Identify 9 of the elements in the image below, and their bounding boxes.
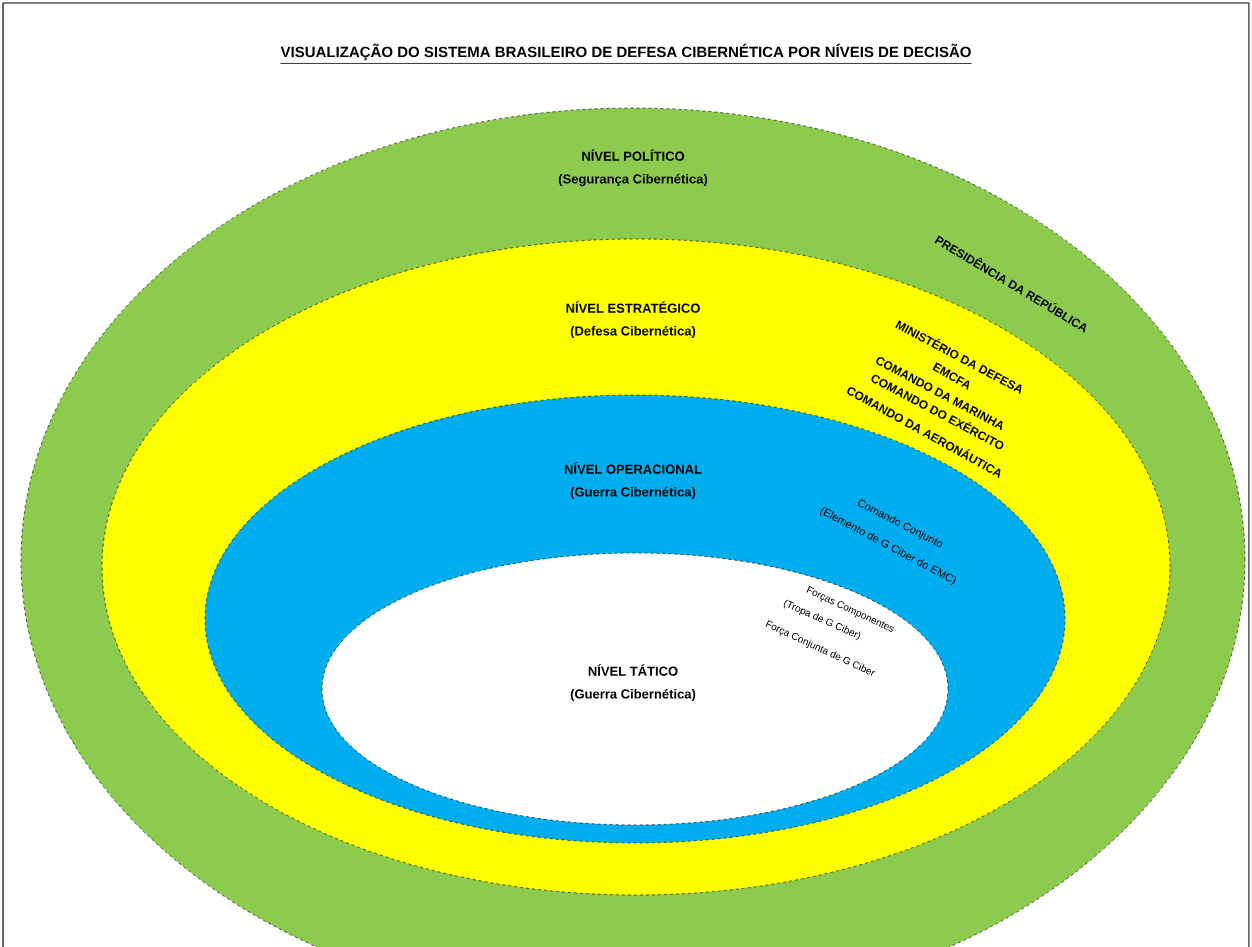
level-subtitle: (Guerra Cibernética) bbox=[570, 486, 696, 500]
level-title: NÍVEL POLÍTICO bbox=[582, 149, 685, 161]
level-subtitle: (Defesa Cibernética) bbox=[570, 325, 696, 339]
level-subtitle: (Segurança Cibernética) bbox=[558, 173, 708, 187]
title: VISUALIZAÇÃO DO SISTEMA BRASILEIRO DE DEFESA CIBERNÉTICA POR NÍVEIS DE DECISÃO bbox=[280, 43, 971, 61]
level-title: NÍVEL ESTRATÉGICO bbox=[566, 301, 700, 313]
level-subtitle: (Guerra Cibernética) bbox=[570, 688, 696, 702]
level-title: NÍVEL OPERACIONAL bbox=[564, 462, 702, 474]
level-title: NÍVEL TÁTICO bbox=[588, 664, 678, 676]
